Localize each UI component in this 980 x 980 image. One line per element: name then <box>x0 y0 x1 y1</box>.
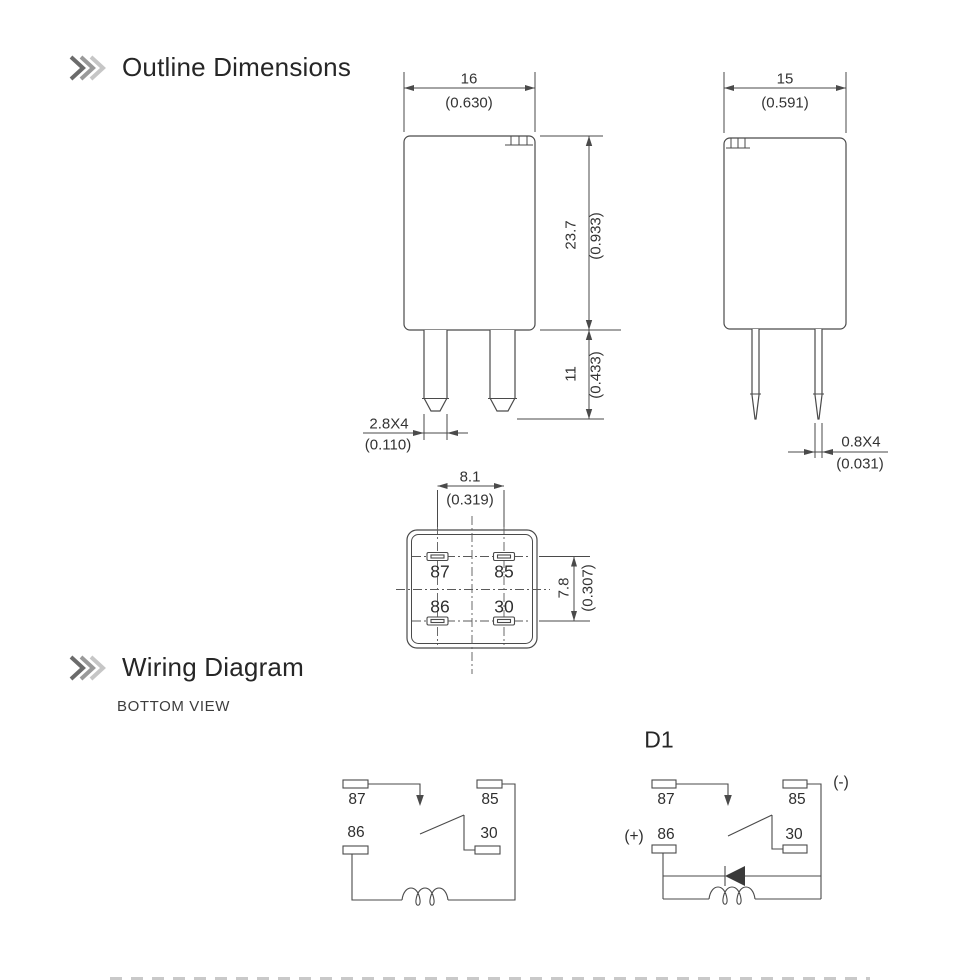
coil-symbol <box>401 887 449 906</box>
wiring-d1-drawing <box>651 779 822 905</box>
wiring-pin-87: 87 <box>348 791 366 808</box>
bottom-view-drawing <box>396 483 590 674</box>
side-view-drawing <box>723 72 888 458</box>
wiring-pin-85: 85 <box>481 791 499 808</box>
wiring-pin-30: 30 <box>480 825 498 842</box>
bottom-pin-30: 30 <box>494 596 514 617</box>
front-width-mm: 16 <box>460 70 478 88</box>
outline-section-title: Outline Dimensions <box>122 52 352 82</box>
front-width-in: (0.630) <box>445 94 493 112</box>
pin-length-mm: 11 <box>562 366 580 382</box>
front-pin-size-mm: 2.8X4 <box>369 415 409 433</box>
wiring-standard-drawing <box>342 779 516 906</box>
front-pin-size-in: (0.110) <box>364 436 412 454</box>
d1-pin-86: 86 <box>657 826 675 843</box>
pitch-v-in: (0.307) <box>579 564 597 612</box>
outline-section-header: Outline Dimensions <box>68 52 351 83</box>
triple-chevron-icon <box>69 655 106 680</box>
bottom-pin-87: 87 <box>430 561 450 582</box>
triple-chevron-icon <box>69 55 106 80</box>
wiring-section-title: Wiring Diagram <box>122 652 304 682</box>
front-view-drawing <box>363 72 621 440</box>
d1-pin-85: 85 <box>788 791 806 808</box>
cropped-next-section-edge <box>110 977 870 980</box>
pin-length-in: (0.433) <box>587 351 605 399</box>
d1-positive-label: (+) <box>624 828 644 845</box>
pitch-h-in: (0.319) <box>446 491 494 509</box>
side-width-in: (0.591) <box>761 94 809 112</box>
side-width-mm: 15 <box>776 70 794 88</box>
pitch-v-mm: 7.8 <box>555 577 573 599</box>
diode-symbol <box>725 866 745 886</box>
bottom-view-subtitle: BOTTOM VIEW <box>117 698 230 715</box>
d1-pin-30: 30 <box>785 826 803 843</box>
d1-title: D1 <box>644 726 674 753</box>
front-height-mm: 23.7 <box>562 220 580 250</box>
coil-symbol <box>708 886 756 905</box>
pitch-h-mm: 8.1 <box>459 468 481 486</box>
switch-contact <box>419 814 475 851</box>
d1-pin-87: 87 <box>657 791 675 808</box>
d1-negative-label: (-) <box>833 774 849 791</box>
bottom-pin-85: 85 <box>494 561 514 582</box>
bottom-pin-86: 86 <box>430 596 450 617</box>
front-height-in: (0.933) <box>587 212 605 260</box>
switch-contact <box>727 814 783 850</box>
wiring-pin-86: 86 <box>347 824 365 841</box>
wiring-section-header: Wiring Diagram <box>68 652 304 683</box>
side-pin-size-mm: 0.8X4 <box>841 433 881 451</box>
side-pin-size-in: (0.031) <box>836 455 884 473</box>
